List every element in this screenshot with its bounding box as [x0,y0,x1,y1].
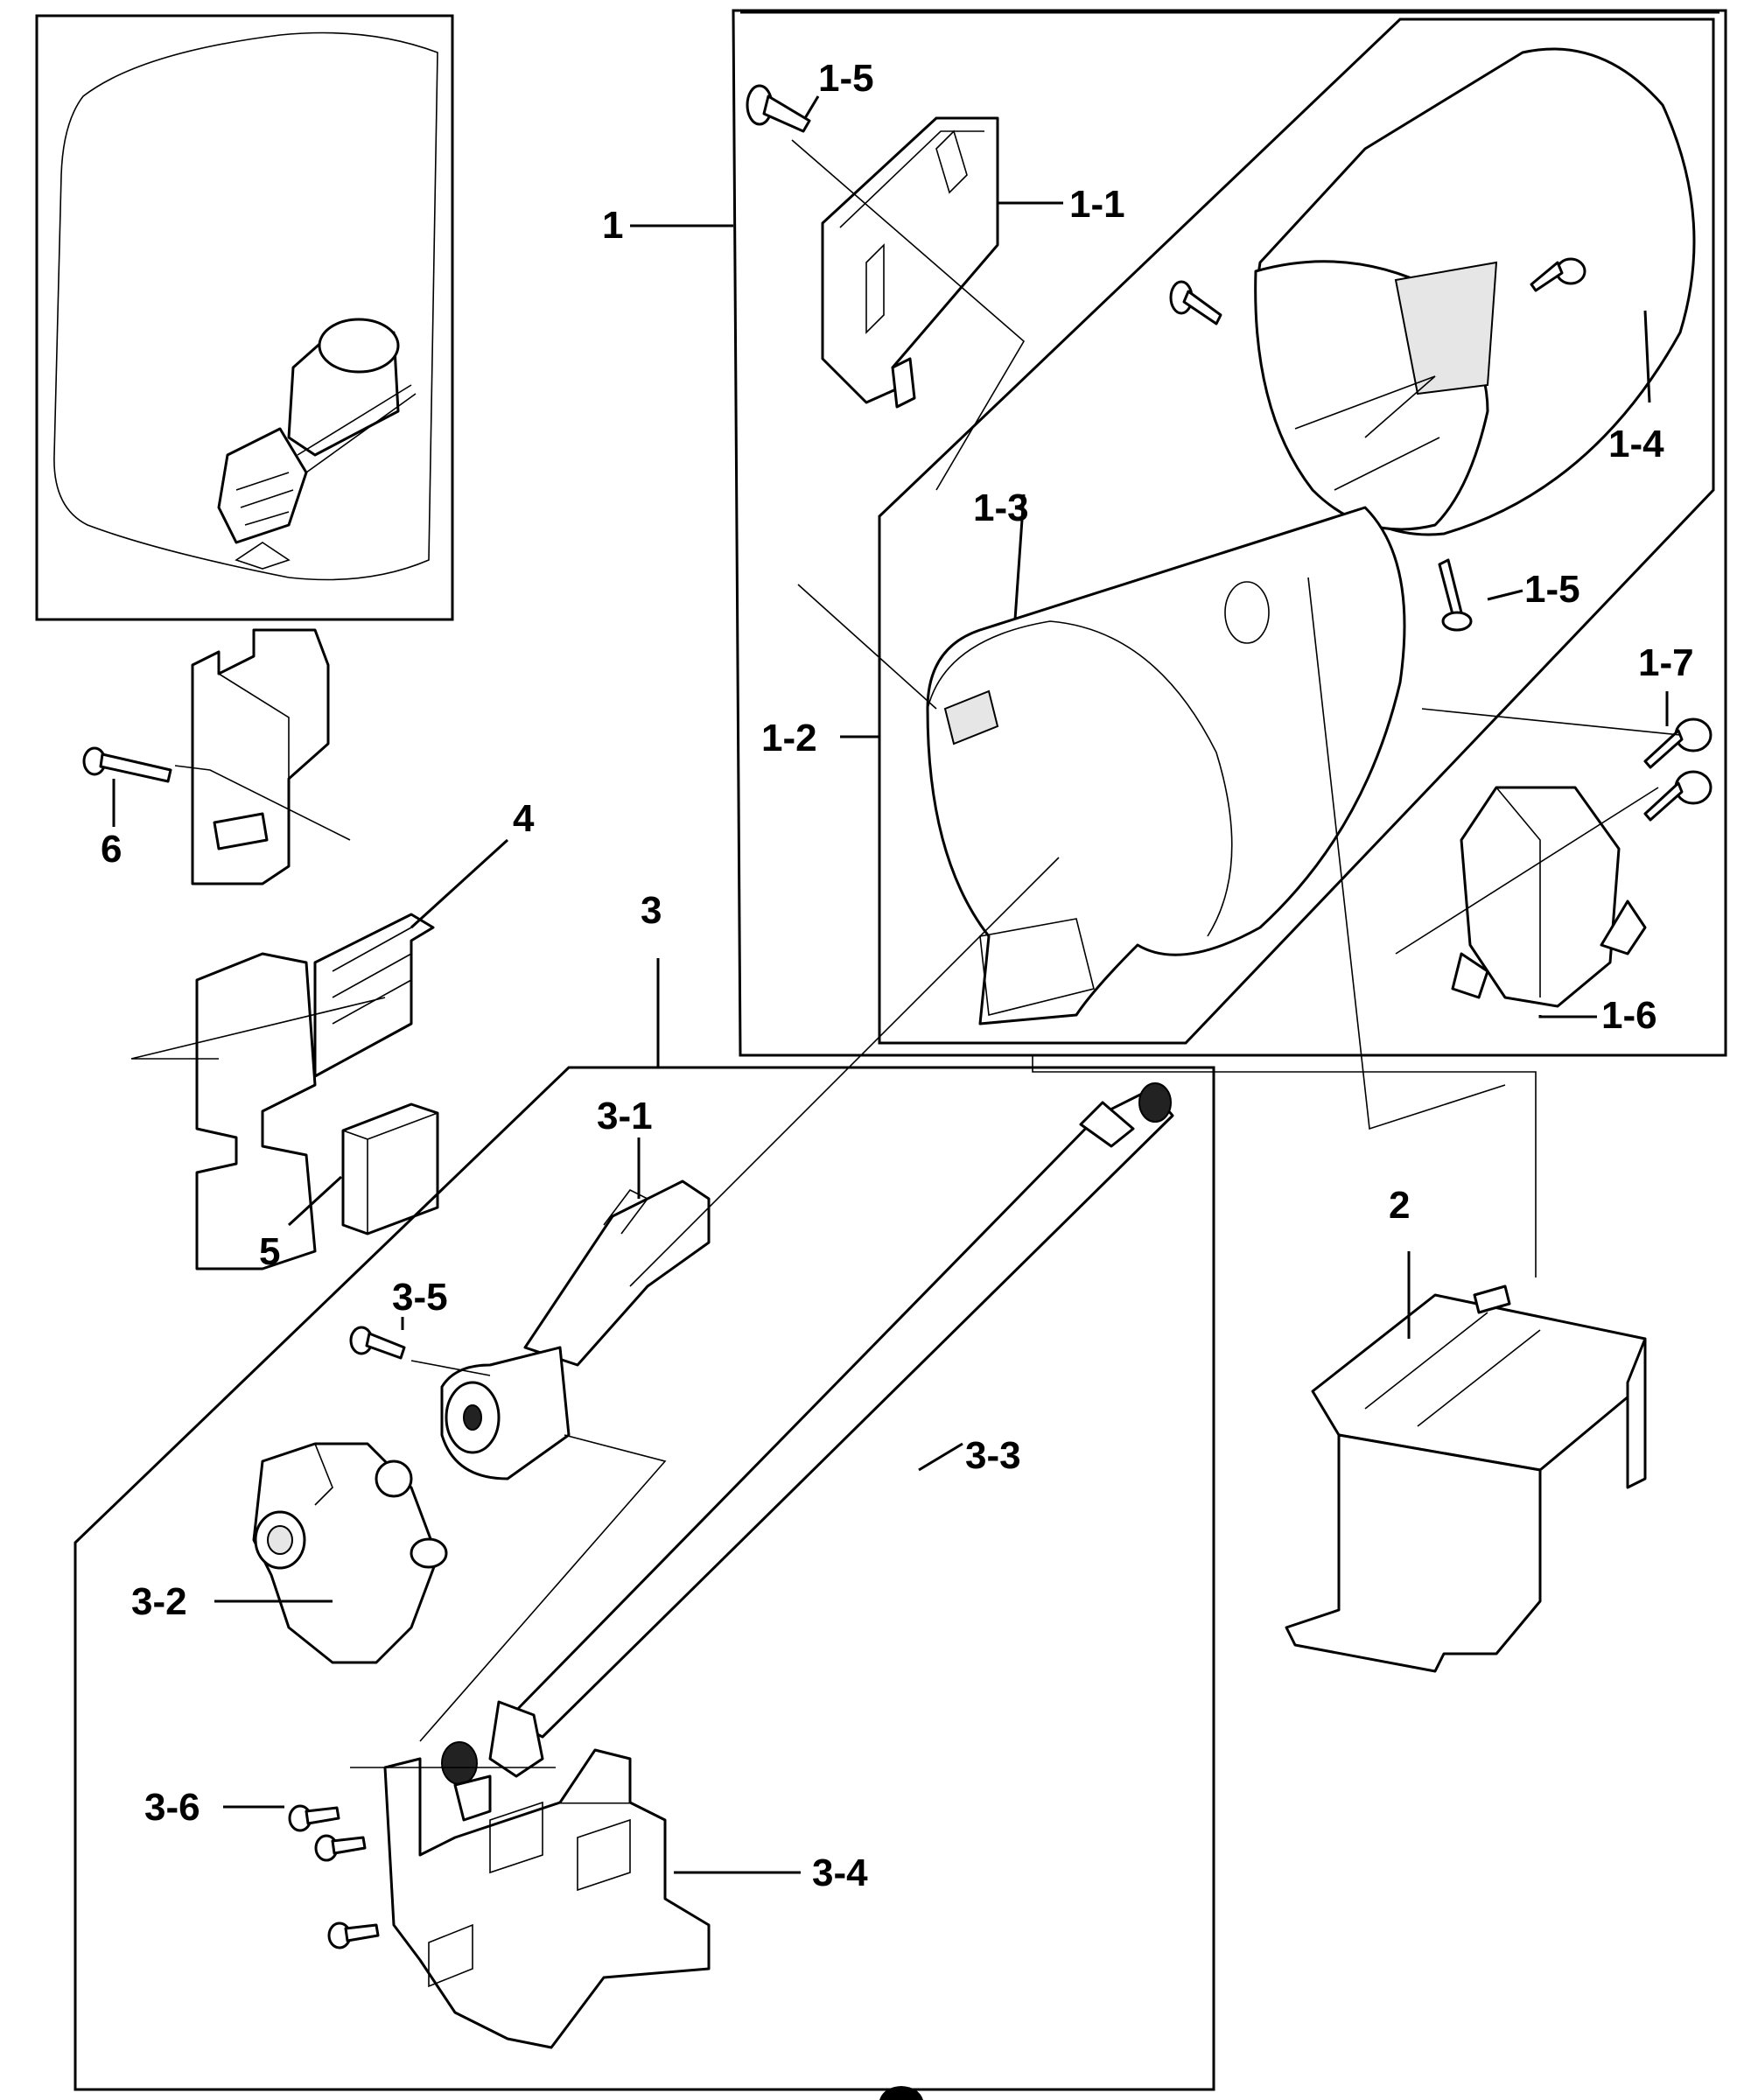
label-3-3: 3-3 [965,1434,1021,1477]
label-2: 2 [1389,1184,1410,1227]
part-3-1-burner-tube [440,1180,711,1480]
group-1-box [732,9,1727,1057]
inset-burner-assembly-icon [217,318,417,570]
label-3-4: 3-4 [812,1852,868,1894]
leader-lines [112,95,1669,1874]
part-3-4-base-bracket [383,1748,711,2049]
label-4: 4 [513,797,535,840]
screw-6-icon [82,746,172,783]
part-6-bracket [191,628,330,886]
label-1-4: 1-4 [1608,423,1664,466]
label-5: 5 [259,1230,280,1273]
label-1-5-mid: 1-5 [1524,568,1580,611]
label-1-1: 1-1 [1069,183,1125,226]
group-1-2-box [878,18,1715,1045]
part-1-4-cylinder [1254,47,1696,536]
label-3-6: 3-6 [144,1786,200,1829]
screw-1-5-lower-icon [1438,558,1473,632]
part-1-3-funnel [926,506,1406,1026]
inset-overview-box [35,14,454,621]
label-6: 6 [101,828,122,871]
screw-3-6-icon [288,1804,380,1950]
screw-1-7-icon [1643,718,1712,822]
page-edge-fragment [879,2086,923,2100]
label-1: 1 [602,204,623,247]
label-3-5: 3-5 [392,1276,448,1319]
part-1-6-housing [1451,786,1647,1008]
label-1-6: 1-6 [1601,994,1657,1037]
label-1-2: 1-2 [761,717,817,760]
part-4-igniter [195,913,435,1270]
part-3-3-gas-pipe [441,1082,1174,1822]
part-5-pad [341,1102,439,1236]
group-3-box [74,1066,1215,2091]
screw-1-5-right-icon [1530,257,1586,292]
part-2-bracket [1285,1284,1647,1673]
part-3-2-gas-valve [252,1442,448,1664]
callout-labels: 1 1-1 1-2 1-3 1-4 1-5 1-5 1-6 1-7 2 3 3-… [101,57,1694,1894]
label-1-3: 1-3 [973,486,1029,529]
label-1-7: 1-7 [1638,641,1694,684]
label-1-5-top: 1-5 [818,57,874,100]
label-3-1: 3-1 [597,1095,653,1138]
screw-1-5-mid-icon [1169,280,1222,326]
assembly-guide-lines [130,139,1681,1768]
screw-3-5-icon [349,1326,406,1360]
screw-1-5-top-icon [746,84,811,133]
label-3-2: 3-2 [131,1580,187,1623]
part-1-1-bracket [821,116,999,409]
label-3: 3 [641,889,662,932]
